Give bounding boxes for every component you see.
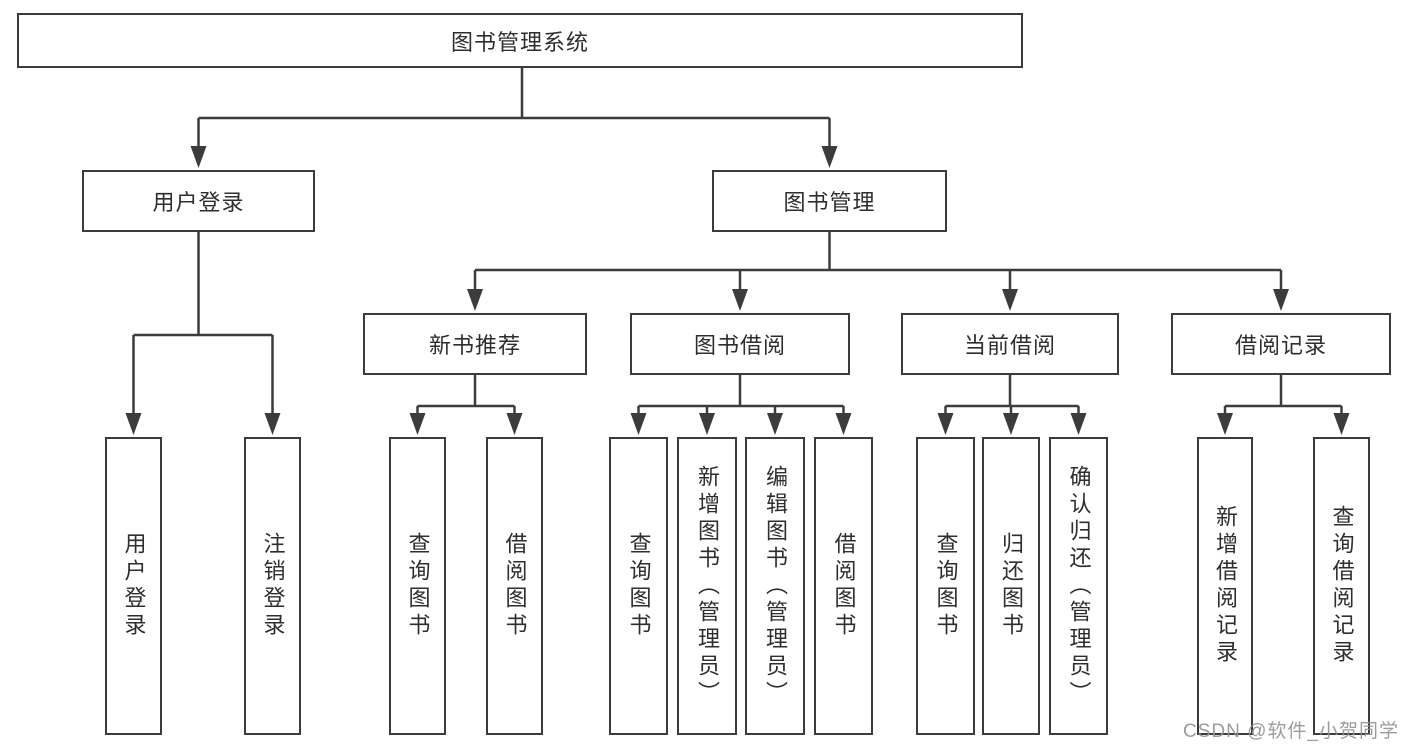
leaf-current-confirm-return-admin-label: 确认归还（管理员）	[1066, 464, 1092, 708]
edges-root-to-level2	[190, 68, 838, 168]
edges-book-management-to-level3	[467, 232, 1289, 311]
node-borrow-records-label: 借阅记录	[1234, 333, 1327, 358]
leaf-borrow-query-books-label: 查询图书	[626, 532, 652, 640]
leaf-borrow-add-books-admin: 新增图书（管理员）	[677, 437, 737, 735]
node-current-borrow: 当前借阅	[901, 313, 1119, 375]
leaf-recommend-query-books-label: 查询图书	[405, 532, 431, 640]
node-root-label: 图书管理系统	[450, 29, 589, 55]
leaf-current-return-books: 归还图书	[982, 437, 1040, 735]
leaf-current-confirm-return-admin: 确认归还（管理员）	[1049, 437, 1108, 735]
csdn-watermark: CSDN @软件_小贺同学	[1183, 721, 1399, 742]
edges-recommend-to-leaves	[409, 375, 523, 435]
node-user-login-label: 用户登录	[152, 190, 245, 215]
leaf-borrow-borrow-books: 借阅图书	[814, 437, 873, 735]
leaf-user-login-label: 用户登录	[121, 532, 147, 640]
leaf-records-add-borrow-record-label: 新增借阅记录	[1213, 505, 1238, 667]
leaf-recommend-borrow-books-label: 借阅图书	[502, 532, 528, 640]
leaf-logout: 注销登录	[244, 437, 301, 735]
node-book-management-label: 图书管理	[783, 190, 876, 215]
leaf-current-query-books-label: 查询图书	[933, 532, 959, 640]
edges-current-to-leaves	[937, 375, 1087, 435]
node-user-login: 用户登录	[82, 170, 315, 232]
leaf-records-add-borrow-record: 新增借阅记录	[1197, 437, 1253, 735]
node-book-management: 图书管理	[712, 170, 947, 232]
node-new-book-recommend-label: 新书推荐	[428, 333, 521, 358]
leaf-records-query-borrow-record: 查询借阅记录	[1313, 437, 1370, 735]
leaf-records-query-borrow-record-label: 查询借阅记录	[1329, 505, 1355, 667]
leaf-borrow-add-books-admin-label: 新增图书（管理员）	[695, 464, 720, 708]
leaf-borrow-query-books: 查询图书	[609, 437, 668, 735]
edges-borrow-to-leaves	[630, 375, 852, 435]
edges-records-to-leaves	[1217, 375, 1350, 435]
node-root-library-management-system: 图书管理系统	[17, 13, 1023, 68]
leaf-recommend-borrow-books: 借阅图书	[486, 437, 543, 735]
leaf-user-login: 用户登录	[105, 437, 162, 735]
node-borrow-records: 借阅记录	[1171, 313, 1391, 375]
leaf-borrow-edit-books-admin: 编辑图书（管理员）	[745, 437, 805, 735]
leaf-logout-label: 注销登录	[260, 532, 286, 640]
node-book-borrow-label: 图书借阅	[693, 333, 786, 358]
node-book-borrow: 图书借阅	[630, 313, 850, 375]
leaf-borrow-borrow-books-label: 借阅图书	[831, 532, 857, 640]
leaf-current-query-books: 查询图书	[916, 437, 975, 735]
edges-user-login-to-leaves	[125, 232, 281, 435]
node-new-book-recommend: 新书推荐	[363, 313, 587, 375]
leaf-borrow-edit-books-admin-label: 编辑图书（管理员）	[763, 464, 788, 708]
leaf-recommend-query-books: 查询图书	[389, 437, 446, 735]
node-current-borrow-label: 当前借阅	[963, 333, 1056, 358]
leaf-current-return-books-label: 归还图书	[999, 532, 1024, 640]
